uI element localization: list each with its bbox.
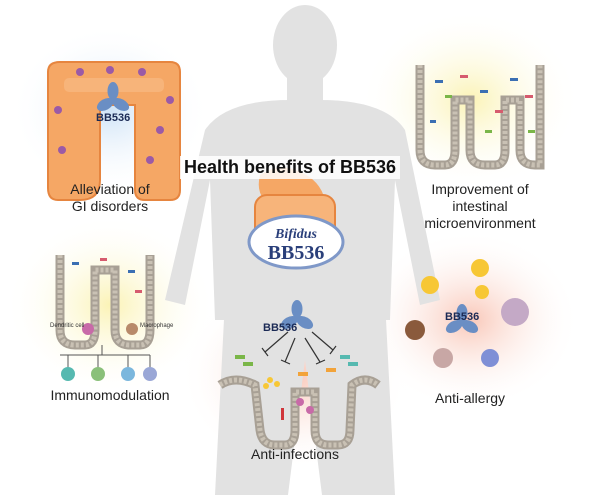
- micro-label-line1: Improvement of: [431, 181, 529, 197]
- strain-label-infection: BB536: [263, 322, 298, 334]
- allergy-label: Anti-allergy: [434, 390, 506, 406]
- infection-label: Anti-infections: [251, 446, 339, 462]
- gi-label-line1: Alleviation of: [70, 181, 150, 197]
- immuno-label: Immunomodulation: [50, 387, 170, 403]
- infection-arrows: [261, 331, 337, 365]
- macrophage-label: Macrophage: [140, 323, 174, 329]
- gi-label: Alleviation of GI disorders: [40, 181, 180, 215]
- micro-label-line2: intestinal: [452, 198, 508, 214]
- intestinal-villi: [415, 65, 545, 170]
- gut-lumen: [217, 355, 381, 450]
- micro-label: Improvement of intestinal microenvironme…: [400, 181, 560, 232]
- logo-line1: Bifidus: [274, 227, 318, 242]
- diagram-title: Health benefits of BB536: [180, 156, 401, 179]
- colon-illustration: [47, 61, 181, 201]
- strain-label-gi: BB536: [96, 112, 131, 124]
- strain-label-allergy: BB536: [445, 311, 480, 323]
- logo-line2: BB536: [268, 242, 325, 264]
- gi-label-line2: GI disorders: [71, 198, 149, 214]
- bifidus-logo: Bifidus BB536: [247, 214, 345, 270]
- immune-villi: [55, 255, 157, 381]
- dendritic-cell-label: Dendritic cell: [50, 323, 85, 329]
- micro-label-line3: microenvironment: [424, 215, 536, 231]
- allergy-cells: [405, 259, 529, 368]
